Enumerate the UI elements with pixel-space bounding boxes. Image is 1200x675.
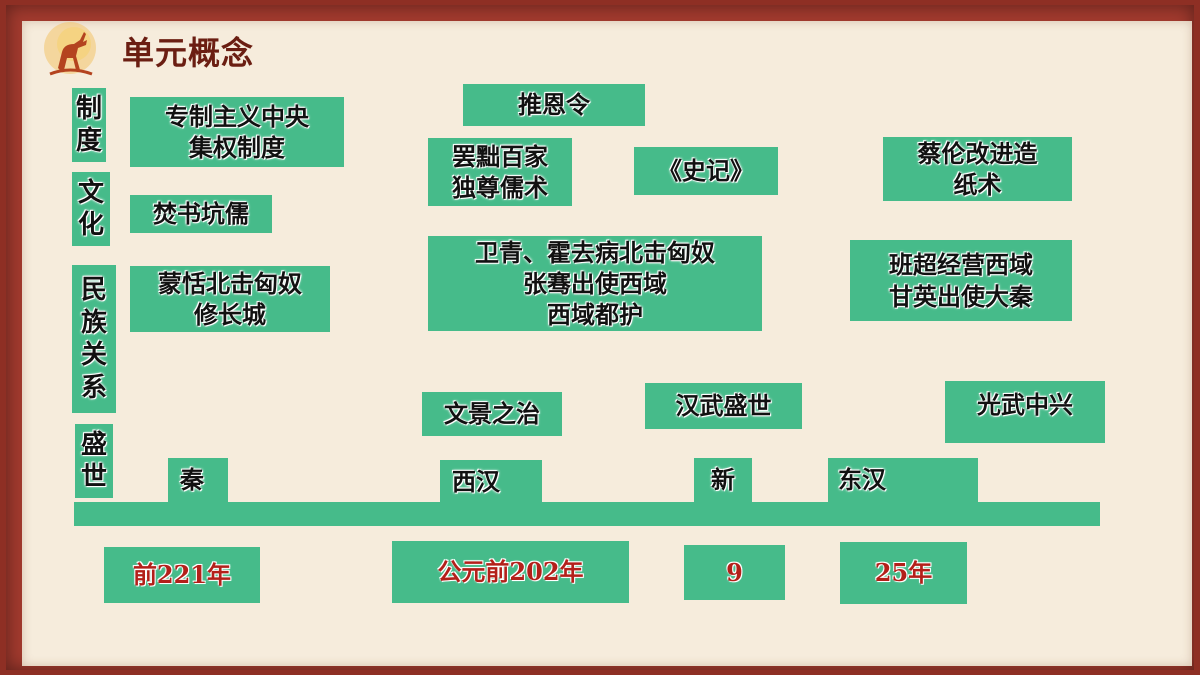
event-centralized-system: 专制主义中央 集权制度 (130, 97, 344, 167)
dynasty-western-han: 西汉 (440, 460, 542, 504)
dynasty-xin: 新 (694, 458, 752, 502)
dynasty-eastern-han: 东汉 (828, 458, 978, 502)
page-title: 单元概念 (122, 34, 255, 72)
event-banchao: 班超经营西域 甘英出使大秦 (850, 240, 1072, 321)
event-wenjing: 文景之治 (422, 392, 562, 436)
timeline-bar (74, 502, 1100, 526)
date-xin: 9 (684, 545, 785, 600)
event-cailun: 蔡伦改进造 纸术 (883, 137, 1072, 201)
event-book-burning: 焚书坑儒 (130, 195, 272, 233)
event-hanwu: 汉武盛世 (645, 383, 802, 429)
row-label-ethnic: 民 族 关 系 (72, 265, 116, 413)
event-shiji: 《史记》 (634, 147, 778, 195)
event-weiqing-zhangqian: 卫青、霍去病北击匈奴 张骞出使西域 西域都护 (428, 236, 762, 331)
deer-logo-icon (44, 22, 96, 76)
date-western-han: 公元前202年 (392, 541, 629, 603)
row-label-system: 制 度 (72, 88, 106, 162)
date-qin: 前221年 (104, 547, 260, 603)
event-confucianism: 罢黜百家 独尊儒术 (428, 138, 572, 206)
event-guangwu: 光武中兴 (945, 381, 1105, 443)
event-tuienling: 推恩令 (463, 84, 645, 126)
row-label-prosperity: 盛 世 (75, 424, 113, 498)
event-mengtian: 蒙恬北击匈奴 修长城 (130, 266, 330, 332)
dynasty-qin: 秦 (168, 458, 228, 502)
row-label-culture: 文 化 (72, 172, 110, 246)
date-eastern-han: 25年 (840, 542, 967, 604)
